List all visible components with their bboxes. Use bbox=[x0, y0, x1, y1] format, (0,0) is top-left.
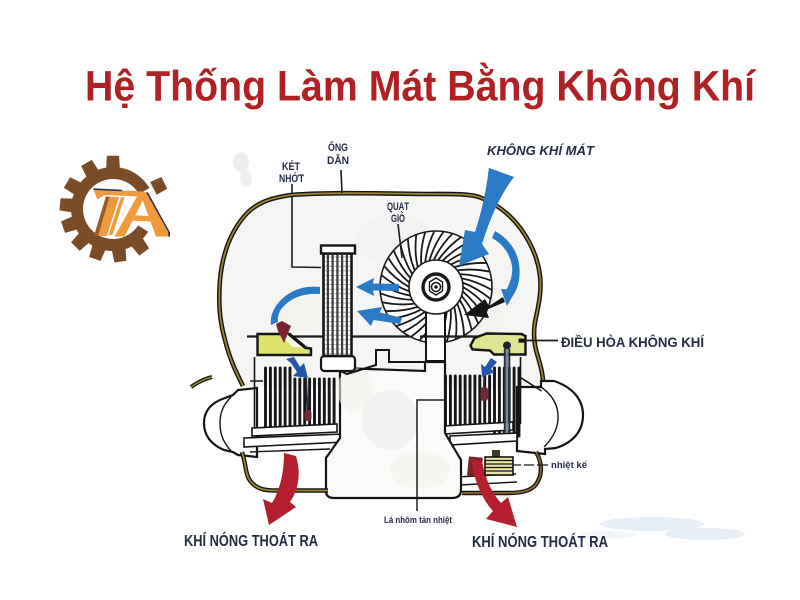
svg-text:QUẠT: QUẠT bbox=[387, 201, 409, 213]
svg-text:KÉT: KÉT bbox=[282, 160, 300, 173]
svg-text:GIÓ: GIÓ bbox=[391, 212, 405, 225]
svg-text:nhiệt kế: nhiệt kế bbox=[551, 460, 588, 470]
svg-text:ĐIỀU HÒA KHÔNG KHÍ: ĐIỀU HÒA KHÔNG KHÍ bbox=[561, 335, 705, 350]
svg-text:Lá nhôm tản nhiệt: Lá nhôm tản nhiệt bbox=[384, 515, 453, 526]
svg-text:KHÍ NÓNG THOÁT RA: KHÍ NÓNG THOÁT RA bbox=[472, 532, 608, 551]
svg-text:Hệ Thống Làm Mát Bằng Không Kh: Hệ Thống Làm Mát Bằng Không Khí bbox=[85, 62, 756, 111]
svg-text:ỐNG: ỐNG bbox=[328, 140, 348, 154]
svg-text:KHÍ NÓNG THOÁT RA: KHÍ NÓNG THOÁT RA bbox=[184, 531, 318, 550]
svg-text:NHỚT: NHỚT bbox=[279, 172, 304, 185]
svg-text:DẪN: DẪN bbox=[327, 154, 349, 167]
svg-text:KHÔNG KHÍ MÁT: KHÔNG KHÍ MÁT bbox=[487, 143, 595, 158]
